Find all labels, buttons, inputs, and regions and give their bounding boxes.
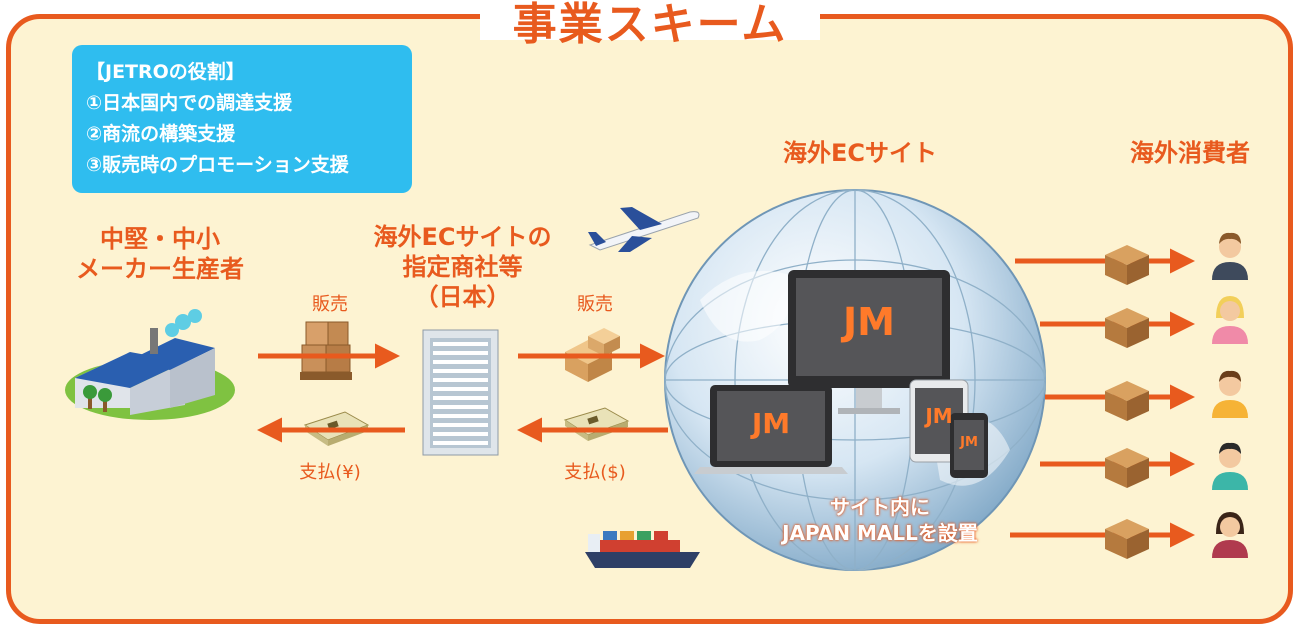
sale-label-1: 販売 bbox=[312, 294, 348, 315]
jetro-role-box: 【JETROの役割】 ①日本国内での調達支援 ②商流の構築支援 ③販売時のプロモ… bbox=[72, 45, 412, 193]
role-item-1: ①日本国内での調達支援 bbox=[86, 92, 293, 114]
role-item-2: ②商流の構築支援 bbox=[86, 123, 236, 145]
role-heading: 【JETROの役割】 bbox=[86, 61, 245, 83]
title-banner: 事業スキーム bbox=[480, 0, 820, 50]
airplane-icon bbox=[588, 207, 700, 252]
maker-label-line1: 中堅・中小 bbox=[100, 225, 220, 253]
person-man-teal-icon bbox=[1212, 442, 1248, 490]
payment-usd-label: 支払($) bbox=[564, 462, 626, 483]
japan-mall-note-line2: JAPAN MALLを設置 bbox=[782, 521, 978, 545]
laptop-icon bbox=[694, 385, 848, 474]
payment-yen-label: 支払(¥) bbox=[299, 462, 361, 483]
factory-icon bbox=[65, 309, 235, 420]
cardboard-boxes-icon bbox=[565, 328, 620, 382]
person-woman-dark-icon bbox=[1212, 512, 1248, 558]
smartphone-icon bbox=[950, 413, 988, 478]
person-woman-blonde-icon bbox=[1212, 296, 1248, 344]
page-title: 事業スキーム bbox=[512, 0, 788, 50]
trader-label-line1: 海外ECサイトの bbox=[373, 223, 552, 251]
trader-label-line3: （日本） bbox=[414, 283, 511, 311]
box-icon bbox=[1105, 308, 1149, 348]
laptop-jm-logo: JM bbox=[751, 407, 791, 440]
box-icon bbox=[1105, 448, 1149, 488]
phone-jm-logo: JM bbox=[960, 435, 978, 450]
japan-mall-note: サイト内に JAPAN MALLを設置 bbox=[760, 494, 1000, 546]
maker-label-line2: メーカー生産者 bbox=[76, 255, 244, 283]
trader-label-line2: 指定商社等 bbox=[402, 253, 523, 281]
consumers bbox=[1212, 232, 1248, 558]
box-icon bbox=[1105, 519, 1149, 559]
person-boy-icon bbox=[1212, 370, 1248, 418]
tablet-jm-logo: JM bbox=[925, 404, 953, 428]
pallet-boxes-icon bbox=[300, 321, 352, 380]
box-icon bbox=[1105, 381, 1149, 421]
ship-icon bbox=[585, 531, 700, 568]
person-man-suit-icon bbox=[1212, 232, 1248, 280]
building-icon bbox=[422, 329, 499, 456]
maker-label: 中堅・中小 メーカー生産者 bbox=[60, 224, 260, 284]
box-icon bbox=[1105, 245, 1149, 285]
delivery-boxes bbox=[1105, 245, 1149, 559]
role-item-3: ③販売時のプロモーション支援 bbox=[86, 154, 349, 176]
sale-label-2: 販売 bbox=[577, 294, 613, 315]
monitor-jm-logo: JM bbox=[843, 300, 895, 344]
dollar-bills-icon bbox=[563, 407, 630, 441]
desktop-monitor-icon bbox=[788, 270, 950, 414]
ec-site-label: 海外ECサイト bbox=[782, 139, 937, 167]
trader-label: 海外ECサイトの 指定商社等 （日本） bbox=[355, 222, 570, 312]
japan-mall-note-line1: サイト内に bbox=[830, 495, 930, 519]
consumers-label: 海外消費者 bbox=[1130, 139, 1250, 167]
